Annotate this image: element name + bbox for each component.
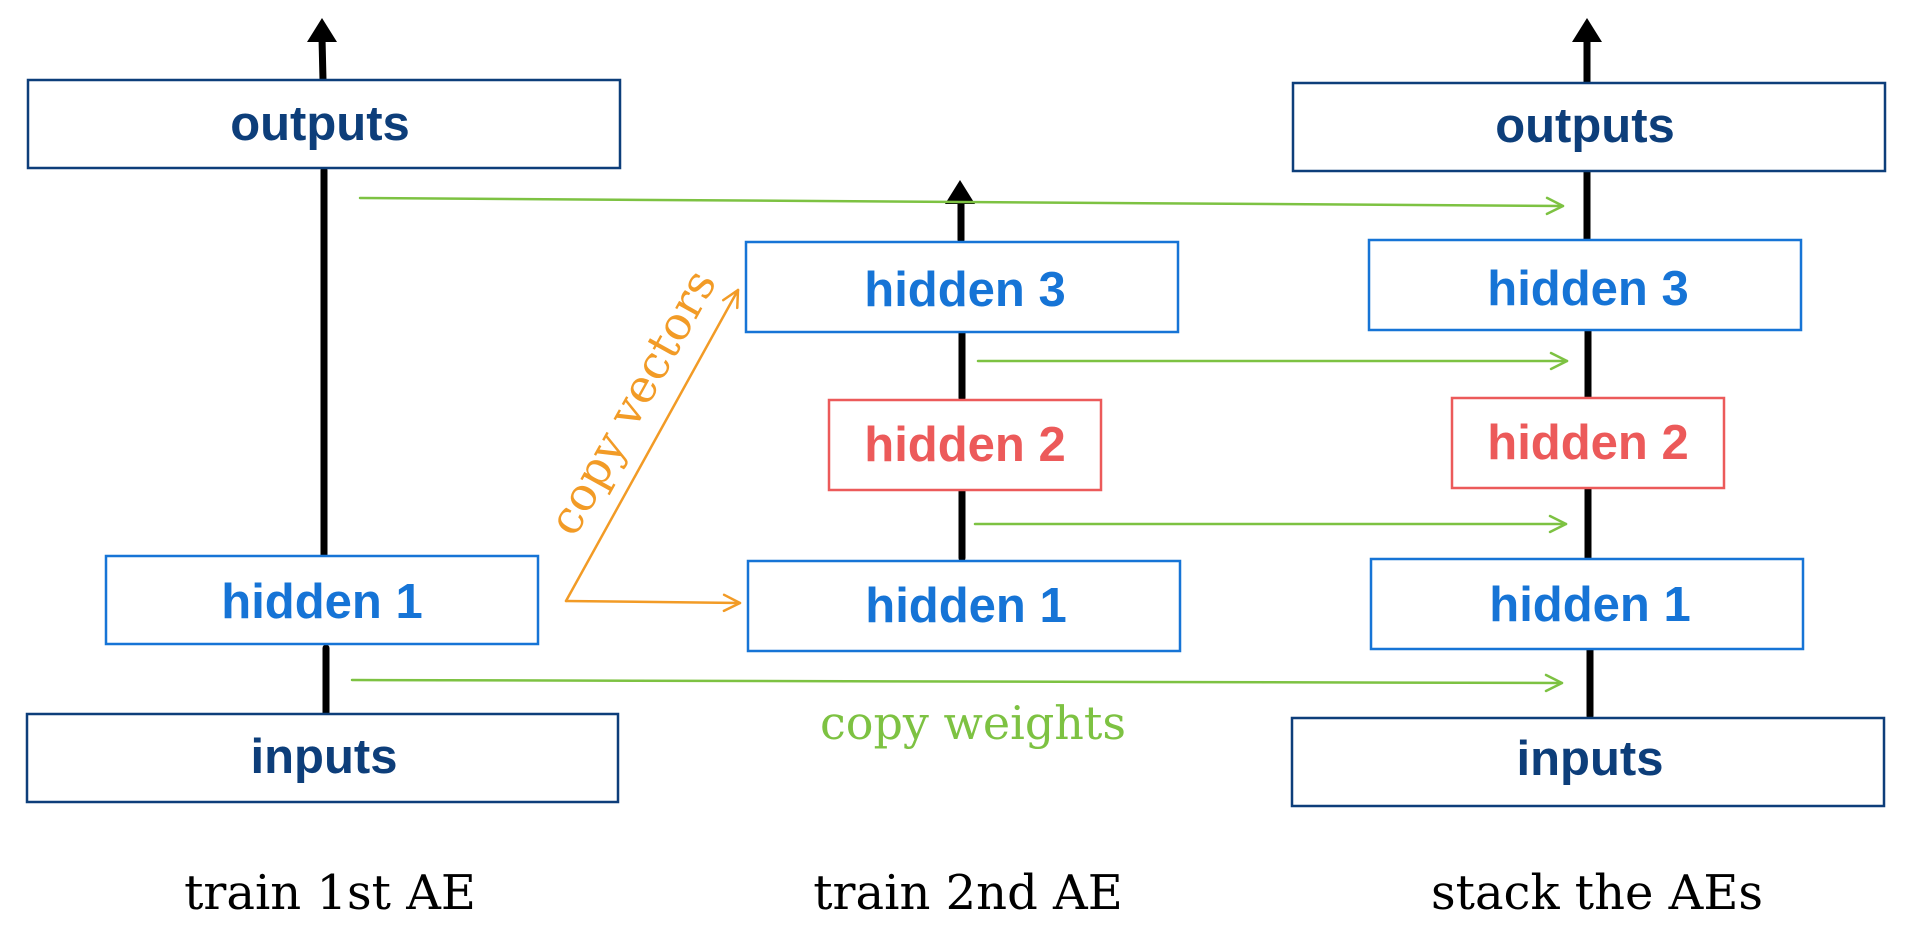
hidden3-label: hidden 3 <box>864 263 1065 317</box>
outputs-box: outputs <box>1291 81 1887 173</box>
hidden1-label: hidden 1 <box>1489 578 1690 632</box>
caption-train-1st-ae: train 1st AE <box>184 865 476 921</box>
hidden2-label: hidden 2 <box>1487 416 1688 470</box>
caption-stack-the-aes: stack the AEs <box>1431 865 1763 921</box>
hidden1-label: hidden 1 <box>865 579 1066 633</box>
hidden1-box: hidden 1 <box>746 559 1182 653</box>
output-arrowhead-icon <box>945 180 975 204</box>
hidden3-box: hidden 3 <box>1367 238 1803 332</box>
copy-weights-label: copy weights <box>820 696 1126 750</box>
hidden3-label: hidden 3 <box>1487 262 1688 316</box>
hidden2-box: hidden 2 <box>827 398 1103 492</box>
caption-train-2nd-ae: train 2nd AE <box>813 865 1123 921</box>
copy-vectors-arrow-hidden1 <box>564 593 742 613</box>
column-stack-the-aes: outputs hidden 3 hidden 2 hidden 1 input… <box>1290 18 1887 921</box>
copy-vectors-arrow-hidden3 <box>564 288 740 603</box>
outputs-label: outputs <box>1495 99 1675 153</box>
inputs-label: inputs <box>1517 732 1664 786</box>
hidden2-box: hidden 2 <box>1450 396 1726 490</box>
outputs-box: outputs <box>26 78 622 170</box>
outputs-label: outputs <box>230 97 410 151</box>
hidden1-box: hidden 1 <box>104 554 540 646</box>
column-train-1st-ae: outputs hidden 1 inputs train 1st AE <box>25 18 622 921</box>
hidden1-label: hidden 1 <box>221 575 422 629</box>
inputs-box: inputs <box>1290 716 1886 808</box>
column-train-2nd-ae: hidden 3 hidden 2 hidden 1 train 2nd AE <box>744 180 1182 921</box>
copy-weights-arrows <box>350 196 1569 693</box>
copy-weights-arrow-hidden1 <box>350 673 1564 693</box>
output-arrow-shaft <box>318 34 327 84</box>
output-arrowhead-icon <box>1572 18 1602 42</box>
copy-weights-arrow-outputs <box>358 196 1565 216</box>
inputs-box: inputs <box>25 712 620 804</box>
hidden3-box: hidden 3 <box>744 240 1180 334</box>
copy-vectors-label: copy vectors <box>537 260 727 544</box>
hidden2-label: hidden 2 <box>864 418 1065 472</box>
output-arrowhead-icon <box>307 18 337 42</box>
inputs-label: inputs <box>251 730 398 784</box>
copy-vectors-arrows <box>564 288 742 613</box>
hidden1-box: hidden 1 <box>1369 557 1805 651</box>
